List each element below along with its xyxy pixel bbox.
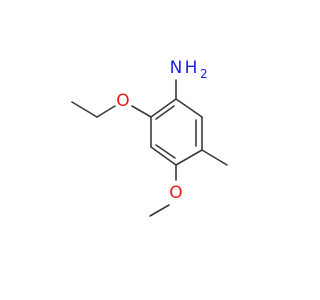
structure-canvas: N H 2 O O [71,58,228,217]
bond-c4-c5 [175,149,203,166]
amine-hydrogen-count: 2 [200,67,208,81]
bond-group [71,79,228,217]
bond-ch2-ch3 [71,101,98,118]
methoxy-oxygen-label: O [169,183,182,203]
bond-o-ch2 [96,105,116,118]
bond-c5-methyl [201,149,228,166]
bond-c2-o-ethoxy [131,105,152,118]
bond-c1-c2-inner [155,105,175,120]
amine-nitrogen-label: N [170,58,183,78]
bond-c6-c1 [175,98,203,118]
bond-c3-c4 [150,146,177,166]
bond-c3-c4-inner [155,144,176,159]
bond-o-ch3-methoxy [149,204,170,217]
ethoxy-oxygen-label: O [116,91,129,111]
molecule-diagram: N H 2 O O [71,58,228,217]
amine-hydrogen-label: H [185,58,198,78]
bond-c1-c2 [150,98,177,118]
